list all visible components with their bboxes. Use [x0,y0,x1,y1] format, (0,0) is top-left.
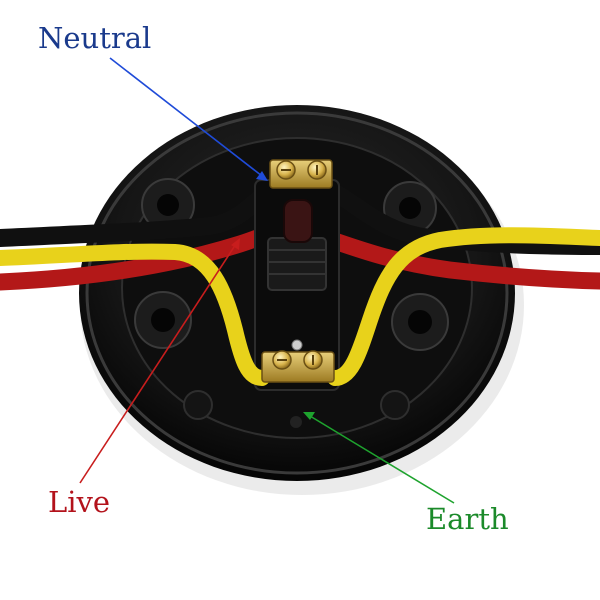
live-label: Live [48,485,111,519]
base-rim [85,111,509,475]
black-wire-left [0,181,279,247]
bottom-terminal-block [261,351,335,383]
earth-label: Earth [426,502,509,536]
base-dimple-left [183,390,213,420]
center-pin [291,339,303,351]
screw-post-bottom-left [134,291,192,349]
live-arrow [79,238,240,484]
earth-arrow [303,412,455,504]
switch-threaded-collar [267,237,327,291]
yellow-wire-right [327,227,600,386]
yellow-wire-left [0,243,270,386]
earth-screw-hole [290,416,302,428]
red-wire-right [311,227,600,290]
screw-post-top-left [141,178,195,232]
switch-knob [283,199,313,243]
neutral-arrow [109,57,268,181]
screw-post-bottom-right [391,293,449,351]
neutral-label: Neutral [38,21,152,55]
base-dimple-right [380,390,410,420]
